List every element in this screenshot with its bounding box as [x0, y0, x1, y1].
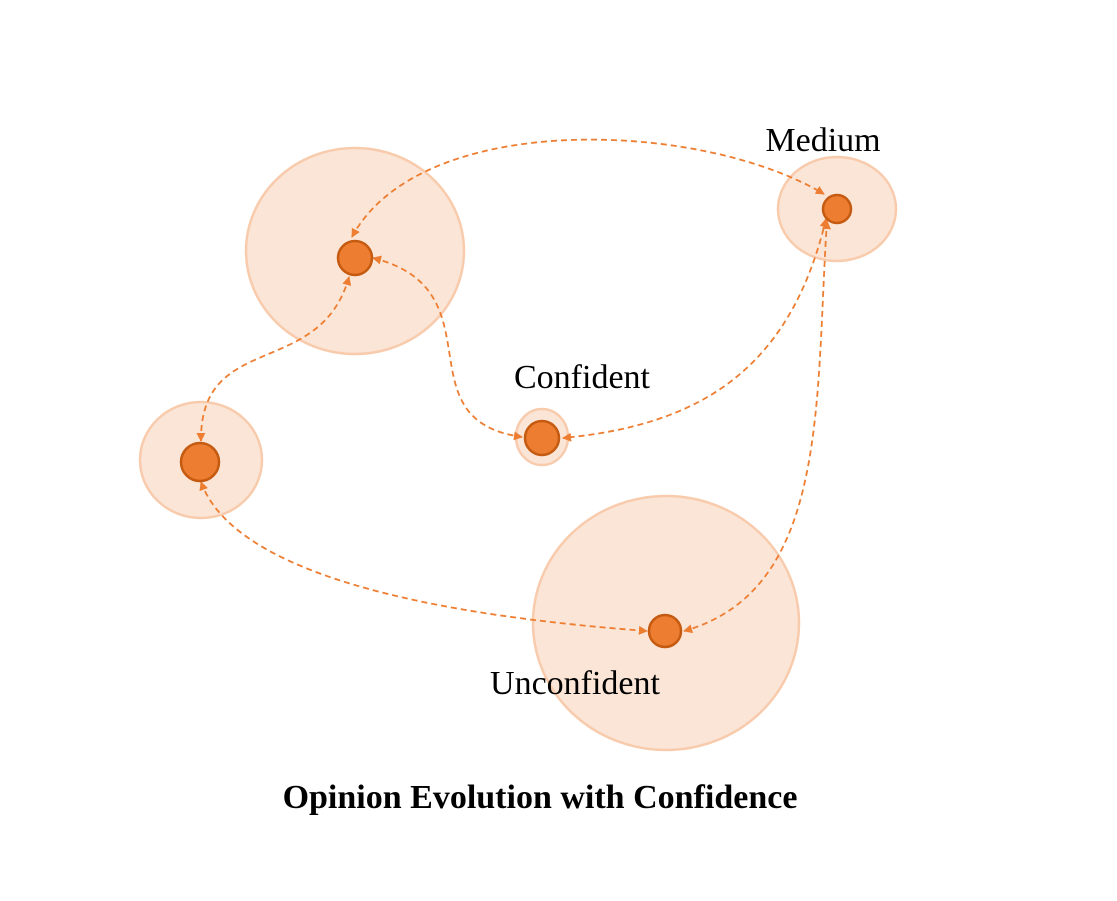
- halos: [138, 146, 898, 752]
- edge-top-right-bottom: [683, 220, 831, 634]
- diagram-title: Opinion Evolution with Confidence: [283, 779, 798, 816]
- edge-top-left-top-right: [351, 138, 825, 238]
- edge-top-left-left: [196, 276, 352, 442]
- edge-top-right-center: [562, 218, 829, 442]
- node-label-unconfident: Unconfident: [490, 665, 661, 702]
- nodes: [179, 193, 853, 649]
- node-label-medium: Medium: [765, 122, 880, 159]
- node-top-right: [821, 193, 853, 225]
- node-bottom: [647, 613, 683, 649]
- edge-top-left-center: [372, 255, 523, 441]
- node-label-confident: Confident: [514, 359, 651, 396]
- node-center: [523, 419, 561, 457]
- node-top-left: [336, 239, 374, 277]
- edges: [196, 138, 831, 635]
- node-left: [179, 441, 221, 483]
- edge-left-bottom: [199, 481, 648, 635]
